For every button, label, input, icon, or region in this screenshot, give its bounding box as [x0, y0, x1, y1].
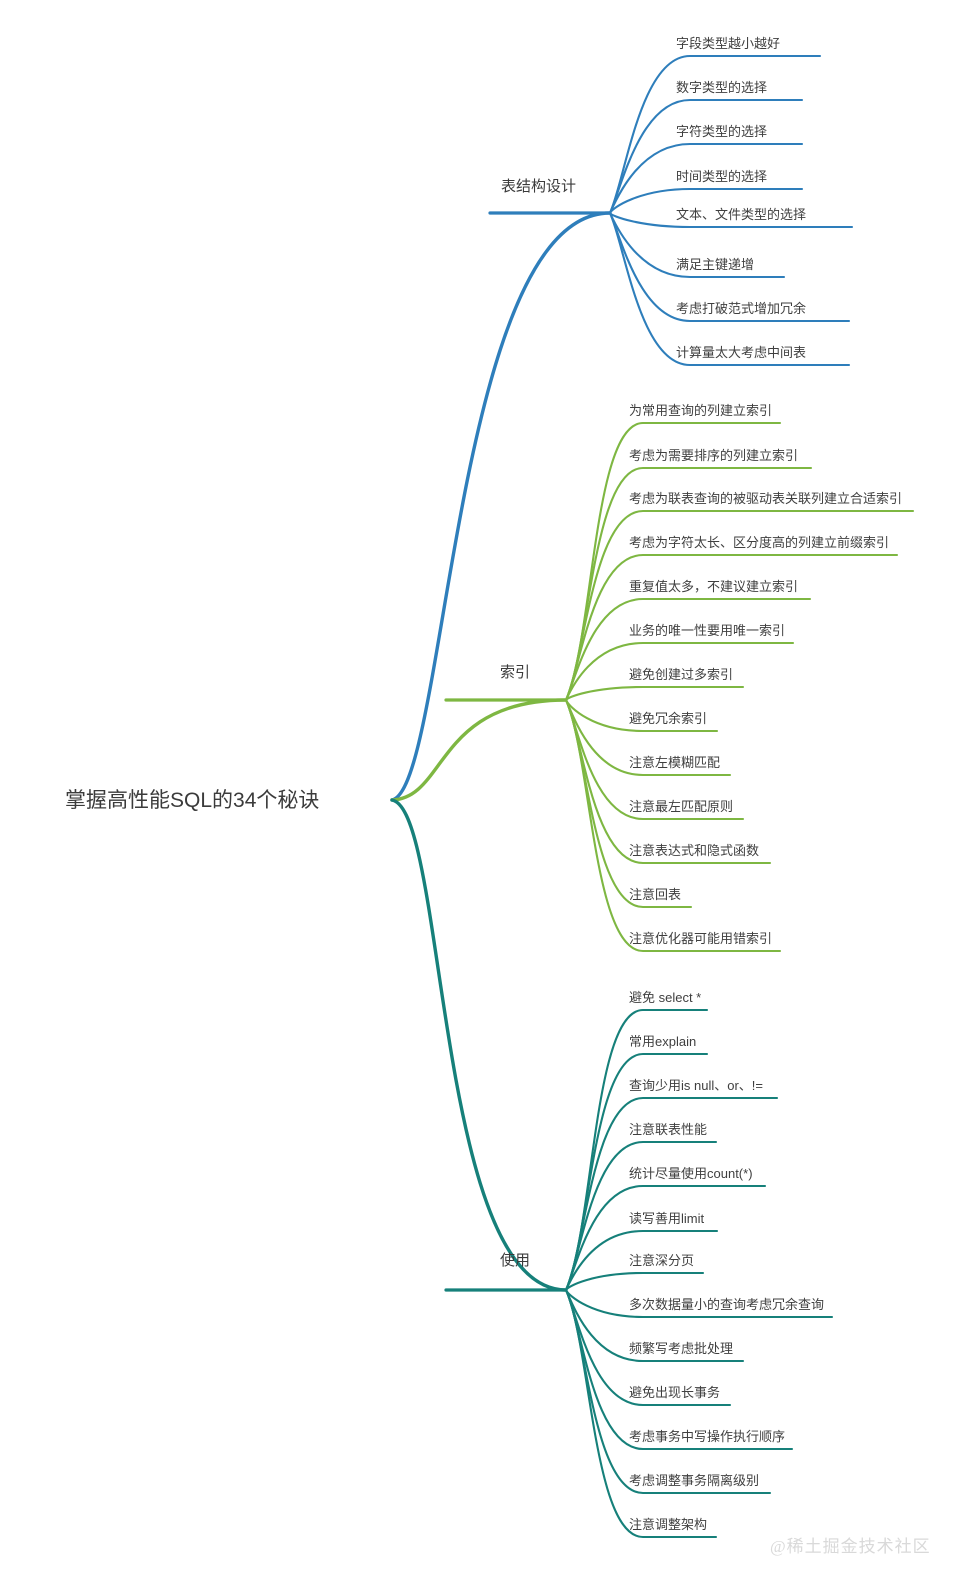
- leaf-label[interactable]: 注意回表: [629, 887, 681, 902]
- leaf-edge: [608, 187, 804, 215]
- leaf-edge: [564, 1271, 705, 1292]
- leaf-label[interactable]: 注意优化器可能用错索引: [629, 931, 772, 946]
- leaf-edge: [608, 142, 804, 215]
- leaf-edge: [564, 641, 795, 702]
- leaf-label[interactable]: 频繁写考虑批处理: [629, 1341, 733, 1356]
- leaf-edge: [564, 1008, 709, 1292]
- watermark: @稀土掘金技术社区: [770, 1537, 931, 1556]
- leaf-label[interactable]: 考虑为需要排序的列建立索引: [629, 448, 798, 463]
- branch-label-index: 索引: [500, 664, 530, 681]
- leaf-label[interactable]: 为常用查询的列建立索引: [629, 403, 772, 418]
- leaf-label[interactable]: 注意深分页: [629, 1253, 694, 1268]
- branch-edge-index: [390, 698, 568, 802]
- leaf-edges-group: [564, 54, 915, 1539]
- leaf-edge: [564, 685, 745, 702]
- leaf-label[interactable]: 业务的唯一性要用唯一索引: [629, 623, 785, 638]
- leaf-label[interactable]: 满足主键递增: [676, 257, 754, 272]
- labels-group: 掌握高性能SQL的34个秘诀 表结构设计 字段类型越小越好数字类型的选择字符类型的选…: [65, 36, 902, 1532]
- leaf-label[interactable]: 考虑调整事务隔离级别: [629, 1473, 759, 1488]
- leaf-label[interactable]: 避免冗余索引: [629, 711, 707, 726]
- leaf-label[interactable]: 重复值太多，不建议建立索引: [629, 579, 798, 594]
- leaf-edge: [564, 597, 812, 702]
- leaf-label[interactable]: 注意调整架构: [629, 1517, 707, 1532]
- branch-underlines-group: [444, 211, 612, 1292]
- leaf-label[interactable]: 避免创建过多索引: [629, 667, 733, 682]
- leaf-label[interactable]: 文本、文件类型的选择: [676, 207, 806, 222]
- leaf-edge: [564, 1184, 767, 1292]
- branch-label-table-structure-design: 表结构设计: [501, 178, 576, 195]
- leaf-edge: [608, 98, 804, 215]
- branch-label-usage: 使用: [500, 1252, 530, 1269]
- leaf-label[interactable]: 注意左模糊匹配: [629, 755, 720, 770]
- branch-edge-usage: [390, 798, 568, 1292]
- leaf-label[interactable]: 注意联表性能: [629, 1122, 707, 1137]
- root-edges-group: [390, 211, 612, 1292]
- root-node-label: 掌握高性能SQL的34个秘诀: [65, 789, 319, 812]
- leaf-label[interactable]: 避免 select *: [629, 990, 701, 1005]
- leaf-edge: [564, 1288, 794, 1451]
- leaf-label[interactable]: 统计尽量使用count(*): [629, 1166, 753, 1181]
- leaf-label[interactable]: 避免出现长事务: [629, 1385, 720, 1400]
- leaf-edge: [564, 1229, 719, 1292]
- leaf-label[interactable]: 查询少用is null、or、!=: [629, 1078, 763, 1093]
- leaf-label[interactable]: 考虑事务中写操作执行顺序: [629, 1429, 785, 1444]
- leaf-label[interactable]: 多次数据量小的查询考虑冗余查询: [629, 1297, 824, 1312]
- leaf-label[interactable]: 考虑打破范式增加冗余: [676, 301, 806, 316]
- leaf-label[interactable]: 字段类型越小越好: [676, 36, 780, 51]
- leaf-label[interactable]: 注意最左匹配原则: [629, 799, 733, 814]
- leaf-label[interactable]: 字符类型的选择: [676, 124, 767, 139]
- leaf-edge: [564, 1288, 718, 1539]
- leaf-label[interactable]: 常用explain: [629, 1034, 696, 1049]
- leaf-label[interactable]: 计算量太大考虑中间表: [676, 345, 806, 360]
- leaf-label[interactable]: 考虑为字符太长、区分度高的列建立前缀索引: [629, 535, 889, 550]
- leaf-label[interactable]: 读写善用limit: [629, 1211, 704, 1226]
- leaf-label[interactable]: 数字类型的选择: [676, 80, 767, 95]
- leaf-label[interactable]: 考虑为联表查询的被驱动表关联列建立合适索引: [629, 491, 902, 506]
- leaf-edge: [564, 698, 782, 953]
- leaf-label[interactable]: 时间类型的选择: [676, 169, 767, 184]
- branch-edge-table-structure-design: [390, 211, 612, 802]
- leaf-label[interactable]: 注意表达式和隐式函数: [629, 843, 759, 858]
- leaf-edge: [608, 211, 851, 367]
